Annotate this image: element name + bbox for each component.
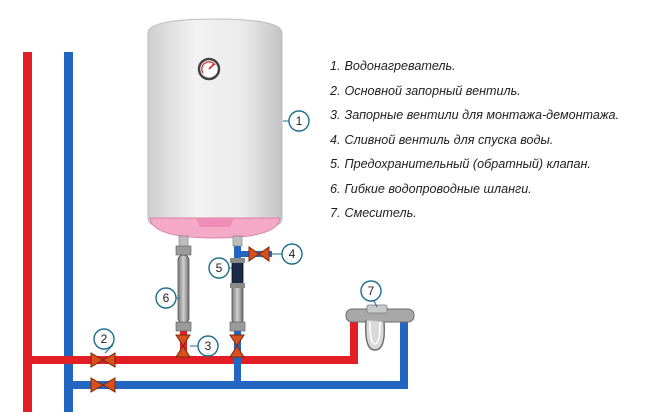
callout-5: 5 [208, 257, 230, 279]
water-heater-tank [147, 18, 283, 239]
tank-connection-stub [232, 235, 243, 247]
service-valve-hot [175, 334, 191, 358]
hose-fitting [175, 321, 192, 332]
legend-item-number: 4. [330, 132, 341, 147]
legend-item-number: 5. [330, 157, 341, 171]
flex-hose-hot [177, 254, 190, 324]
callout-4-label: 4 [289, 247, 296, 261]
callout-1-label: 1 [296, 114, 303, 128]
legend-item-text: Гибкие водопроводные шланги. [344, 181, 532, 196]
mixer-faucet [345, 304, 415, 351]
check-valve-nut [230, 283, 245, 288]
callout-4: 4 [281, 243, 303, 265]
legend-item: 7.Смеситель. [330, 201, 619, 226]
legend-item: 6.Гибкие водопроводные шланги. [330, 177, 619, 202]
main-valve-hot [90, 352, 116, 368]
hot-riser-pipe [23, 52, 32, 412]
legend-item: 4.Сливной вентиль для спуска воды. [330, 128, 619, 153]
legend-list: 1.Водонагреватель. 2.Основной запорный в… [330, 54, 619, 226]
legend-item-number: 3. [330, 108, 341, 122]
legend-item-text: Смеситель. [344, 206, 417, 220]
legend-item-number: 1. [330, 59, 341, 73]
tank-connection-stub [178, 235, 189, 247]
legend-item: 5.Предохранительный (обратный) клапан. [330, 152, 619, 177]
legend-item-text: Предохранительный (обратный) клапан. [344, 157, 591, 171]
legend-item: 1.Водонагреватель. [330, 54, 619, 79]
legend-item-text: Сливной вентиль для спуска воды. [344, 132, 554, 147]
hot-supply-pipe [28, 356, 358, 364]
hose-fitting [229, 321, 246, 332]
legend-item-text: Основной запорный вентиль. [344, 83, 521, 98]
callout-6-label: 6 [163, 291, 170, 305]
legend-item: 2.Основной запорный вентиль. [330, 79, 619, 104]
mixer-hot-pipe [350, 322, 358, 364]
callout-7-label: 7 [368, 284, 375, 298]
legend-item: 3.Запорные вентили для монтажа-демонтажа… [330, 103, 619, 128]
flex-hose-cold [231, 282, 244, 326]
legend-item-number: 7. [330, 206, 341, 220]
callout-7: 7 [360, 280, 382, 302]
check-valve [231, 261, 244, 285]
mixer-cold-pipe [400, 322, 408, 389]
callout-6: 6 [155, 287, 177, 309]
callout-3-label: 3 [205, 339, 212, 353]
legend-item-number: 2. [330, 83, 341, 98]
main-valve-cold [90, 377, 116, 393]
callout-5-label: 5 [216, 261, 223, 275]
cold-riser-pipe [64, 52, 73, 412]
service-valve-cold [229, 334, 245, 358]
check-valve-nut [230, 258, 245, 263]
hose-fitting [175, 245, 192, 256]
callout-2: 2 [93, 328, 115, 350]
legend-item-text: Запорные вентили для монтажа-демонтажа. [344, 108, 620, 122]
callout-2-label: 2 [101, 332, 108, 346]
legend-item-text: Водонагреватель. [344, 59, 456, 73]
drain-valve [248, 246, 270, 262]
legend-item-number: 6. [330, 181, 341, 196]
callout-1: 1 [288, 110, 310, 132]
callout-3: 3 [197, 335, 219, 357]
